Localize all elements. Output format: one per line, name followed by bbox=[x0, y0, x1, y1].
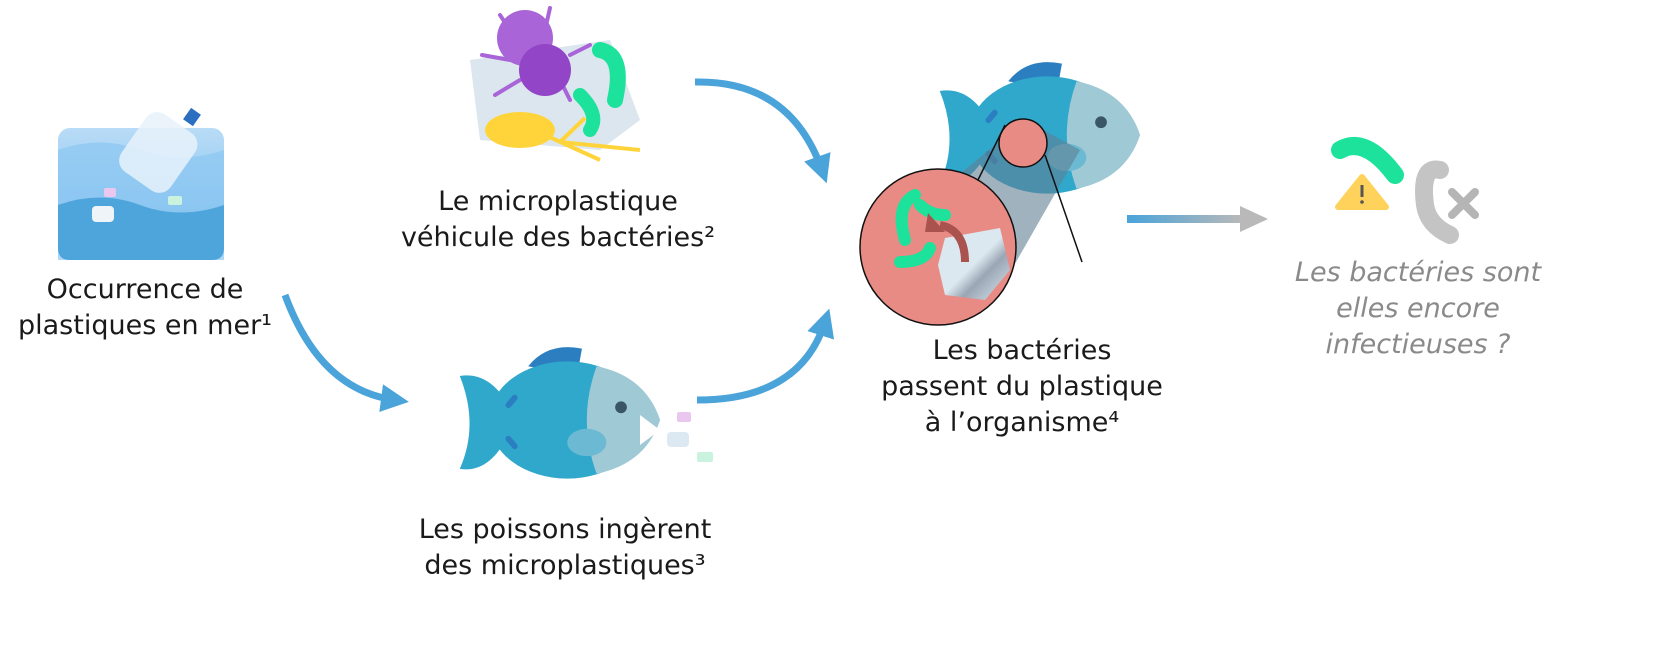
label-line: Les bactéries bbox=[932, 335, 1112, 366]
microplastic-bacteria-icon bbox=[470, 6, 641, 162]
ocean-plastic-icon bbox=[58, 107, 224, 260]
label-line: Les poissons ingèrent bbox=[418, 514, 712, 545]
step-label-fish-ingest: Les poissons ingèrent des microplastique… bbox=[419, 512, 712, 584]
step-label-ocean: Occurrence de plastiques en mer¹ bbox=[18, 272, 272, 344]
bacteria-warning-icon bbox=[1331, 137, 1479, 244]
arrow-microplastic-to-organism bbox=[694, 78, 831, 184]
label-line: plastiques en mer¹ bbox=[18, 310, 272, 341]
fish-zoom-icon bbox=[859, 62, 1141, 326]
label-line: elles encore bbox=[1336, 293, 1500, 324]
arrow-ocean-to-fish bbox=[281, 293, 409, 413]
label-line: infectieuses ? bbox=[1325, 329, 1511, 360]
arrow-fish-to-organism bbox=[696, 308, 835, 404]
label-line: à l’organisme⁴ bbox=[924, 407, 1120, 438]
label-line: Le microplastique bbox=[438, 186, 678, 217]
step-label-transfer: Les bactéries passent du plastique à l’o… bbox=[881, 333, 1163, 441]
fish-eating-plastic-icon bbox=[459, 347, 713, 479]
label-line: passent du plastique bbox=[881, 371, 1163, 402]
step-label-microplastic: Le microplastique véhicule des bactéries… bbox=[401, 184, 715, 256]
label-line: véhicule des bactéries² bbox=[400, 222, 716, 253]
label-line: Les bactéries sont bbox=[1294, 257, 1542, 288]
arrow-organism-to-question bbox=[1127, 206, 1268, 232]
label-line: Occurrence de bbox=[46, 274, 244, 305]
step-label-question: Les bactéries sont elles encore infectie… bbox=[1295, 255, 1541, 363]
label-line: des microplastiques³ bbox=[424, 550, 706, 581]
